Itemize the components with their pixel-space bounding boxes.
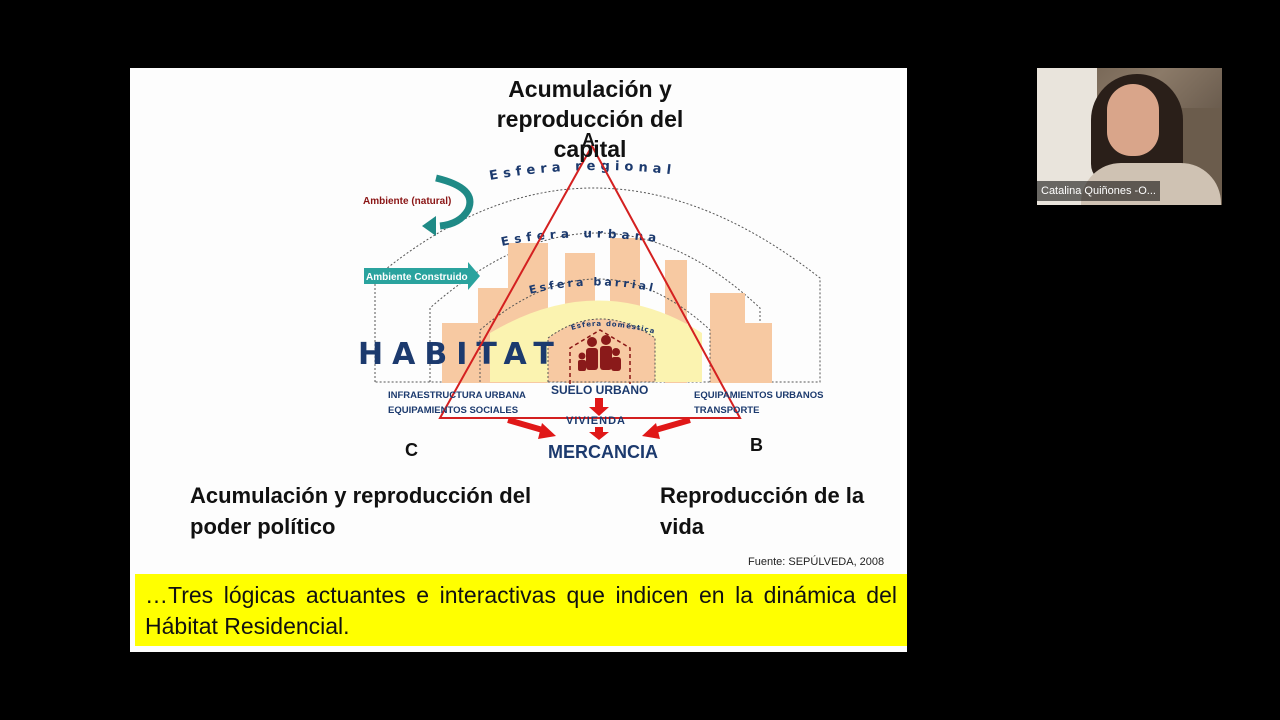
vertex-c-label: C bbox=[405, 440, 418, 460]
mercancia-label: MERCANCIA bbox=[548, 442, 658, 462]
participant-video-tile[interactable]: Catalina Quiñones -O... bbox=[1037, 68, 1222, 205]
habitat-label: HABITAT bbox=[358, 337, 563, 372]
ambiente-natural-label: Ambiente (natural) bbox=[363, 196, 451, 207]
logic-triangle bbox=[438, 143, 742, 419]
left-mercancia-arrowhead bbox=[538, 423, 556, 439]
suelo-arrow-shaft bbox=[595, 398, 603, 408]
ambiente-natural-arrow bbox=[435, 174, 474, 230]
transporte-label: TRANSPORTE bbox=[694, 405, 759, 416]
habitat-diagram: Esfera regional Esfera urbana Esfera bar… bbox=[358, 130, 824, 462]
vertex-a-label: A bbox=[582, 130, 595, 150]
suelo-urbano-label: SUELO URBANO bbox=[551, 383, 648, 397]
vertex-b-label: B bbox=[750, 435, 763, 455]
reproduction-of-life-label: Reproducción de la vida bbox=[660, 483, 865, 539]
urban-sphere-outline bbox=[429, 232, 761, 382]
equipamientos-sociales-label: EQUIPAMIENTOS SOCIALES bbox=[388, 405, 518, 416]
presentation-slide: Esfera regional Esfera urbana Esfera bar… bbox=[130, 68, 907, 652]
ambiente-construido-arrow bbox=[364, 262, 480, 290]
ambiente-natural-arrowhead bbox=[422, 216, 436, 236]
ambiente-construido-label: Ambiente Construido bbox=[366, 272, 468, 283]
vivienda-arrowhead bbox=[589, 432, 609, 440]
left-mercancia-arrow bbox=[507, 417, 547, 434]
banner-text: …Tres lógicas actuantes e interactivas q… bbox=[145, 582, 897, 639]
participant-name-label: Catalina Quiñones -O... bbox=[1037, 181, 1160, 201]
vivienda-label: VIVIENDA bbox=[566, 415, 626, 427]
house-outline bbox=[569, 329, 631, 384]
infraestructura-label: INFRAESTRUCTURA URBANA bbox=[388, 390, 526, 401]
political-power-label: Acumulación y reproducción del poder pol… bbox=[190, 483, 532, 539]
slide-title: Acumulación y reproducción del capital bbox=[496, 76, 684, 162]
family-icon bbox=[578, 335, 621, 371]
right-mercancia-arrow bbox=[651, 417, 691, 434]
vivienda-arrow-shaft bbox=[595, 427, 603, 433]
source-citation: Fuente: SEPÚLVEDA, 2008 bbox=[748, 556, 885, 568]
equipamientos-urbanos-label: EQUIPAMIENTOS URBANOS bbox=[694, 390, 824, 401]
right-mercancia-arrowhead bbox=[642, 423, 660, 439]
highlight-banner: …Tres lógicas actuantes e interactivas q… bbox=[135, 574, 907, 646]
suelo-arrowhead bbox=[589, 407, 609, 416]
participant-face bbox=[1107, 84, 1159, 156]
